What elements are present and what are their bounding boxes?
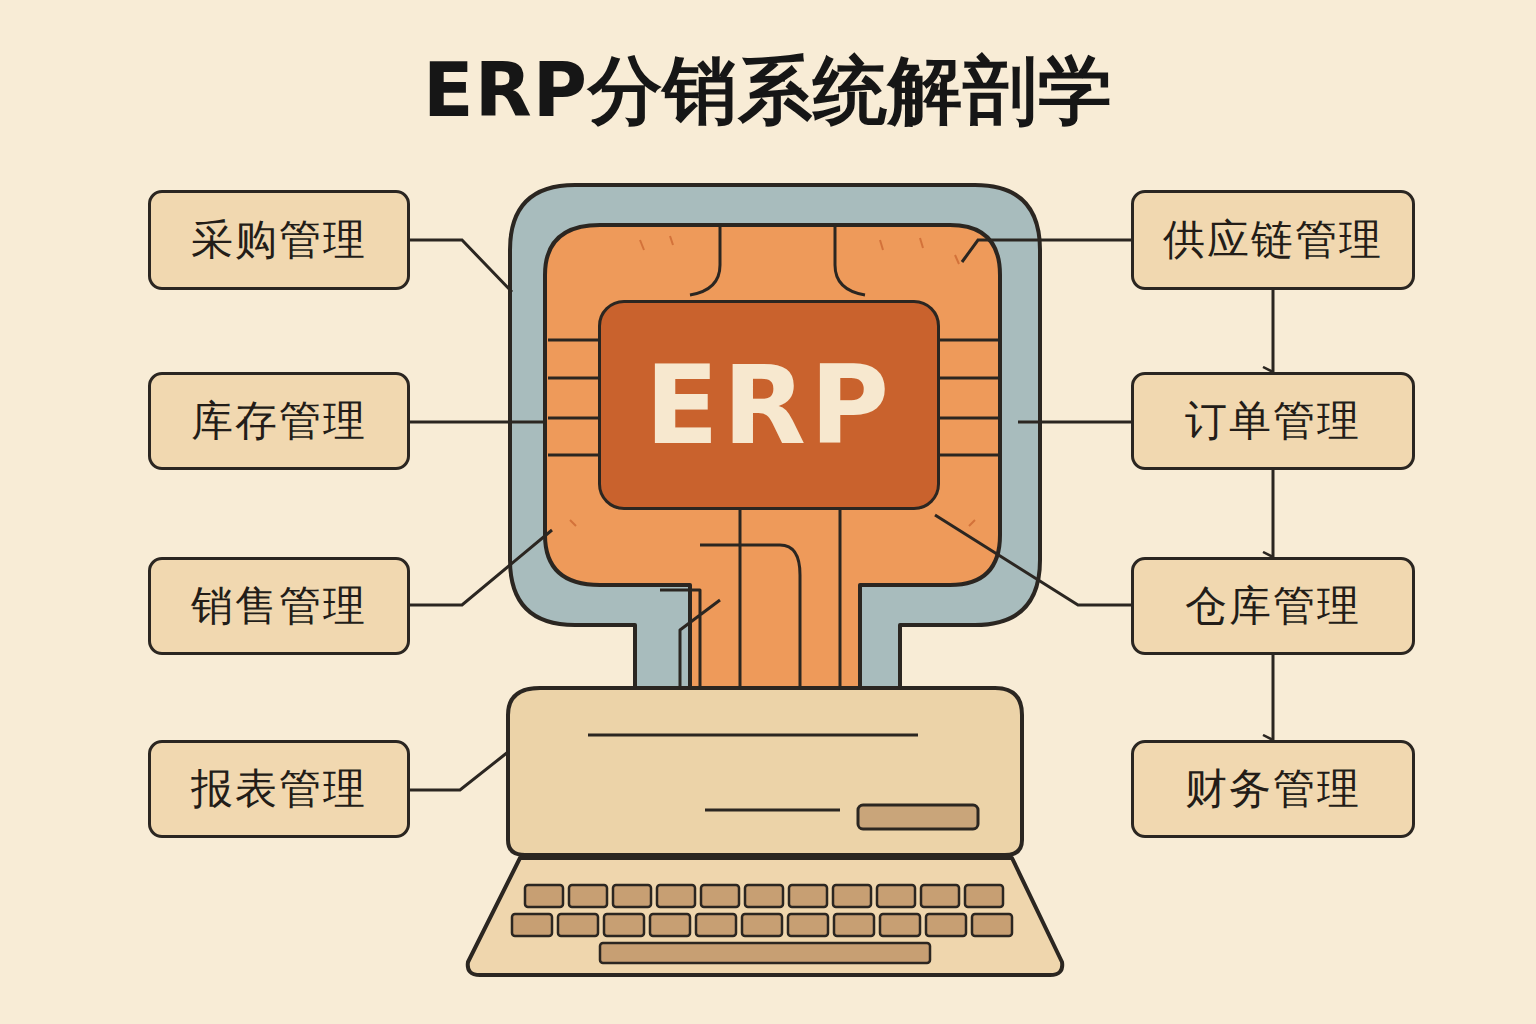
module-label: 采购管理 xyxy=(191,212,367,268)
keyboard-key xyxy=(525,885,563,907)
leader-lines xyxy=(410,240,1132,790)
keyboard-key xyxy=(569,885,607,907)
keyboard-key xyxy=(877,885,915,907)
keyboard-key xyxy=(604,914,644,936)
keyboard-key xyxy=(657,885,695,907)
module-label: 报表管理 xyxy=(191,761,367,817)
texture xyxy=(570,236,975,526)
keyboard-key xyxy=(600,943,930,963)
module-label: 财务管理 xyxy=(1185,761,1361,817)
keyboard-key xyxy=(789,885,827,907)
keyboard-key xyxy=(613,885,651,907)
diagram-title: ERP分销系统解剖学 xyxy=(0,42,1536,142)
keyboard-key xyxy=(696,914,736,936)
keyboard-key xyxy=(745,885,783,907)
module-box: 采购管理 xyxy=(148,190,410,290)
module-label: 库存管理 xyxy=(191,393,367,449)
keyboard-key xyxy=(701,885,739,907)
flow-arrow xyxy=(1272,290,1275,372)
erp-core-box: ERP xyxy=(598,300,940,510)
module-label: 订单管理 xyxy=(1185,393,1361,449)
keyboard-key xyxy=(833,885,871,907)
keyboard-key xyxy=(926,914,966,936)
flow-arrow xyxy=(1272,655,1275,740)
module-label: 仓库管理 xyxy=(1185,578,1361,634)
module-box: 报表管理 xyxy=(148,740,410,838)
keyboard-key xyxy=(921,885,959,907)
module-box: 销售管理 xyxy=(148,557,410,655)
keyboard-key xyxy=(558,914,598,936)
keyboard-key xyxy=(742,914,782,936)
computer-body xyxy=(468,185,1063,975)
keyboard-keys xyxy=(512,885,1012,963)
keyboard-key xyxy=(965,885,1003,907)
module-label: 销售管理 xyxy=(191,578,367,634)
flow-arrow xyxy=(1272,470,1275,557)
module-box: 库存管理 xyxy=(148,372,410,470)
module-label: 供应链管理 xyxy=(1163,212,1383,268)
keyboard-key xyxy=(880,914,920,936)
keyboard-key xyxy=(512,914,552,936)
keyboard-key xyxy=(834,914,874,936)
keyboard-key xyxy=(650,914,690,936)
keyboard-key xyxy=(972,914,1012,936)
module-box: 仓库管理 xyxy=(1131,557,1415,655)
keyboard-key xyxy=(788,914,828,936)
module-box: 供应链管理 xyxy=(1131,190,1415,290)
module-box: 财务管理 xyxy=(1131,740,1415,838)
module-box: 订单管理 xyxy=(1131,372,1415,470)
erp-label: ERP xyxy=(645,343,893,468)
